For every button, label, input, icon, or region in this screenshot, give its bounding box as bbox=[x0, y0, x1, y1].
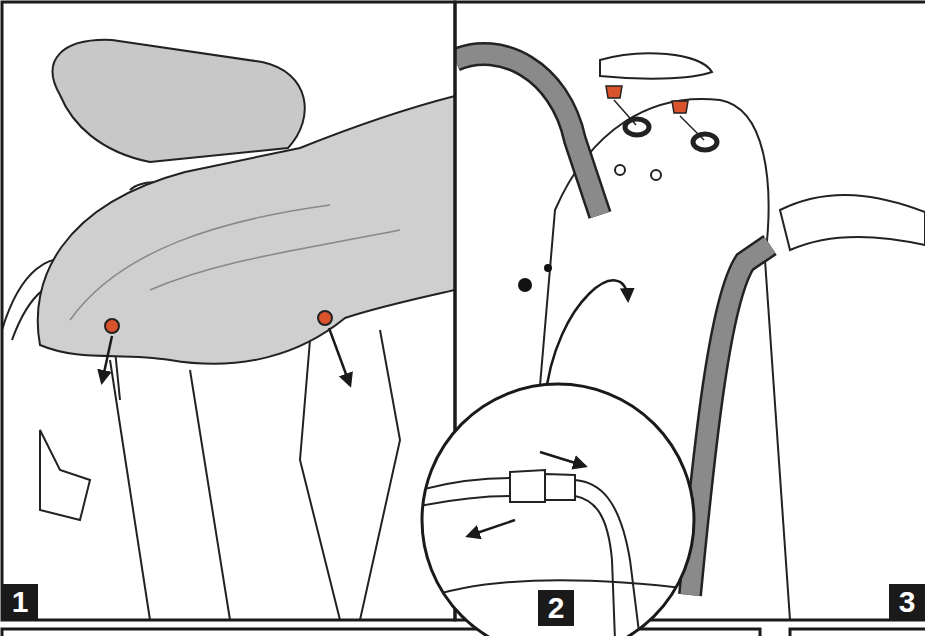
cable bbox=[575, 480, 640, 636]
cable bbox=[420, 496, 510, 506]
pull-arrow bbox=[468, 520, 515, 536]
callout-number: 3 bbox=[889, 584, 925, 620]
panel-one-art bbox=[2, 40, 455, 620]
footrest-outline bbox=[40, 430, 90, 520]
screw-hole bbox=[625, 119, 649, 135]
screw bbox=[318, 311, 332, 325]
mount-hole bbox=[518, 278, 532, 292]
pull-arrow bbox=[540, 452, 585, 466]
rear-fender bbox=[38, 96, 455, 364]
guide-line bbox=[614, 100, 636, 125]
seat-edge bbox=[600, 53, 712, 78]
mount-hole bbox=[615, 165, 625, 175]
handlebar bbox=[455, 54, 600, 215]
detail-magnifier bbox=[422, 384, 694, 636]
handlebar-outline bbox=[690, 245, 770, 595]
frame-outline bbox=[110, 360, 230, 620]
handlebar-outline bbox=[455, 54, 600, 215]
panel-frame bbox=[2, 629, 760, 636]
plug bbox=[510, 470, 545, 502]
seat-pad bbox=[53, 40, 305, 162]
guide-line bbox=[680, 116, 704, 140]
handlebar bbox=[690, 245, 770, 595]
screw bbox=[672, 101, 688, 113]
socket bbox=[545, 474, 575, 500]
frame-outline bbox=[300, 330, 400, 620]
side-handle bbox=[780, 195, 925, 250]
routing-arrow bbox=[545, 280, 628, 400]
mount-hole bbox=[544, 264, 552, 272]
removal-arrow bbox=[329, 328, 350, 385]
panel-frame bbox=[790, 629, 925, 636]
removal-arrow bbox=[102, 336, 112, 382]
screw-hole bbox=[693, 134, 717, 150]
mount-hole bbox=[651, 170, 661, 180]
screw bbox=[606, 86, 622, 98]
cable bbox=[575, 496, 615, 636]
cable bbox=[420, 478, 510, 490]
fender-contour bbox=[70, 205, 400, 320]
connector-detail bbox=[420, 452, 700, 636]
panel-frame bbox=[2, 2, 455, 620]
screw bbox=[105, 319, 119, 333]
callout-number: 1 bbox=[2, 584, 38, 620]
callout-number: 2 bbox=[538, 590, 574, 626]
